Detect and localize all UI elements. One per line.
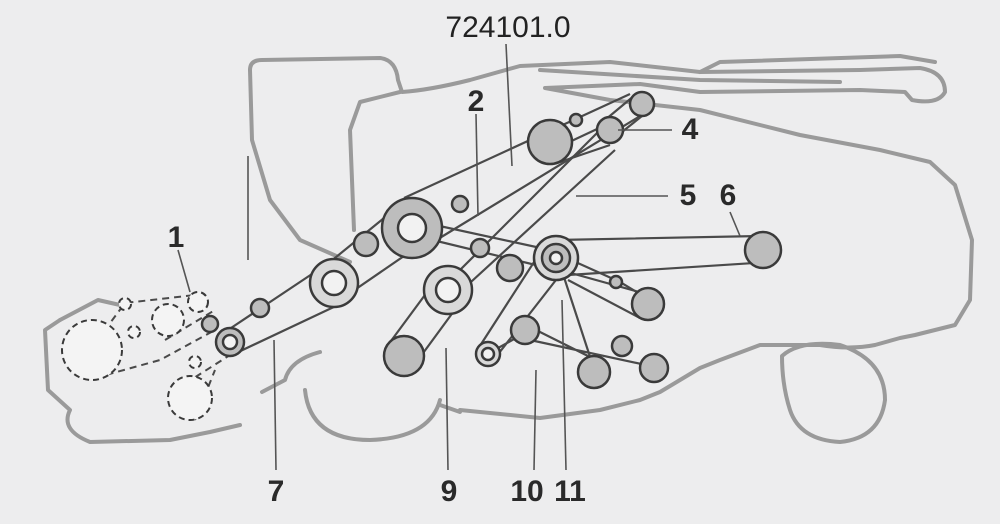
callout-5: 5 <box>679 179 697 212</box>
callout-10: 10 <box>510 475 544 508</box>
machine-outline <box>43 54 974 444</box>
belt-5 <box>439 129 616 293</box>
callout-7: 7 <box>267 475 285 508</box>
belt-6 <box>555 234 771 277</box>
pulleys <box>200 90 783 390</box>
callout-4: 4 <box>681 113 699 146</box>
callout-11: 11 <box>554 475 586 508</box>
callout-9: 9 <box>440 475 458 508</box>
drawing-number: 724101.0 <box>445 11 571 44</box>
leader-lines <box>177 43 741 471</box>
belt-11 <box>519 264 661 373</box>
callout-1: 1 <box>167 221 185 254</box>
callout-2: 2 <box>467 85 485 118</box>
callout-6: 6 <box>719 179 737 212</box>
header-drive-dashed <box>61 291 231 421</box>
belt-4 <box>547 94 653 164</box>
